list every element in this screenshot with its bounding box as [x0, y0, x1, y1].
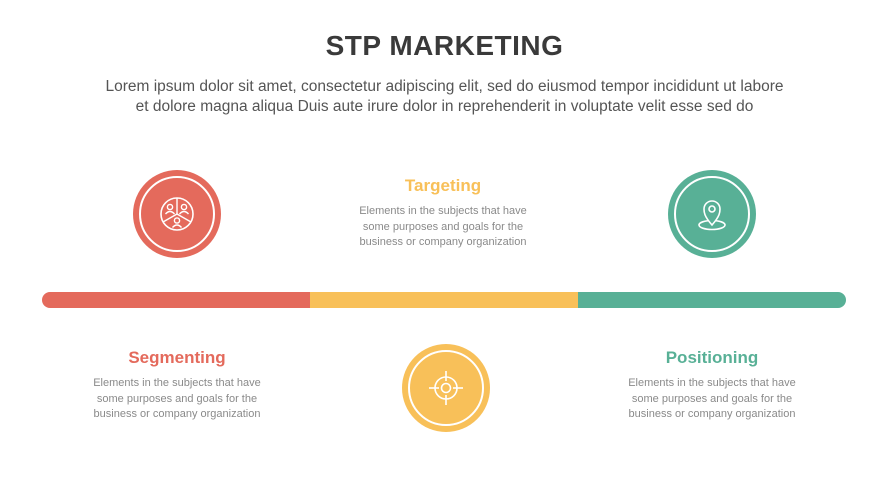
segmenting-heading: Segmenting [128, 348, 226, 367]
positioning-circle-ring [674, 176, 750, 252]
subtitle-line-1: Lorem ipsum dolor sit amet, consectetur … [105, 78, 784, 95]
positioning-desc-line-1: Elements in the subjects that have [628, 377, 796, 389]
location-pin-icon [698, 200, 726, 231]
targeting-circle-ring [408, 350, 484, 426]
timeline-segment-segmenting [42, 292, 310, 308]
segmenting-circle-ring [139, 176, 215, 252]
segmenting-desc-line-3: business or company organization [93, 408, 261, 420]
people-group-icon [160, 197, 194, 231]
segmenting-desc-line-2: some purposes and goals for the [96, 392, 258, 405]
targeting-desc-line-1: Elements in the subjects that have [359, 205, 527, 217]
timeline-segment-targeting [310, 292, 578, 308]
segmenting-description: Elements in the subjects that have some … [62, 376, 292, 423]
positioning-desc-line-2: some purposes and goals for the [631, 392, 793, 405]
targeting-desc-line-3: business or company organization [359, 236, 527, 248]
positioning-heading: Positioning [665, 348, 759, 367]
target-crosshair-icon [429, 371, 463, 405]
positioning-circle [668, 170, 756, 258]
targeting-circle [402, 344, 490, 432]
timeline-bar [42, 292, 846, 308]
positioning-description: Elements in the subjects that have some … [597, 376, 827, 423]
page-subtitle: Lorem ipsum dolor sit amet, consectetur … [30, 77, 859, 117]
segmenting-circle [133, 170, 221, 258]
segmenting-desc-line-1: Elements in the subjects that have [93, 377, 261, 389]
subtitle-line-2: et dolore magna aliqua Duis aute irure d… [135, 98, 754, 115]
targeting-heading: Targeting [404, 176, 482, 195]
positioning-desc-line-3: business or company organization [628, 408, 796, 420]
targeting-desc-line-2: some purposes and goals for the [362, 220, 524, 233]
timeline-segment-positioning [578, 292, 846, 308]
targeting-description: Elements in the subjects that have some … [328, 204, 558, 251]
page-title: STP MARKETING [325, 30, 564, 61]
